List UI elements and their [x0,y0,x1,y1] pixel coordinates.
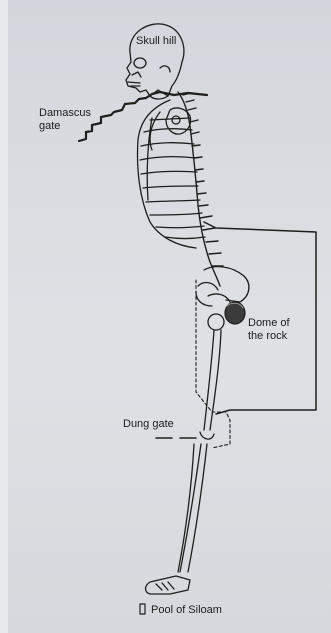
skull-hill-label: Skull hill [136,35,176,48]
spine [178,92,223,286]
damascus-gate-label: Damascus gate [39,107,99,133]
dome-of-the-rock-marker [225,302,245,324]
pool-of-siloam-label: Pool of Siloam [151,604,222,617]
pool-of-siloam-marker [140,604,145,614]
dung-gate-label: Dung gate [123,418,174,431]
shoulder-blade [166,108,191,134]
dome-of-the-rock-label: Dome of the rock [248,317,318,343]
pelvis [196,267,249,306]
dashed-wall [196,280,230,448]
leg-bones [146,314,225,594]
